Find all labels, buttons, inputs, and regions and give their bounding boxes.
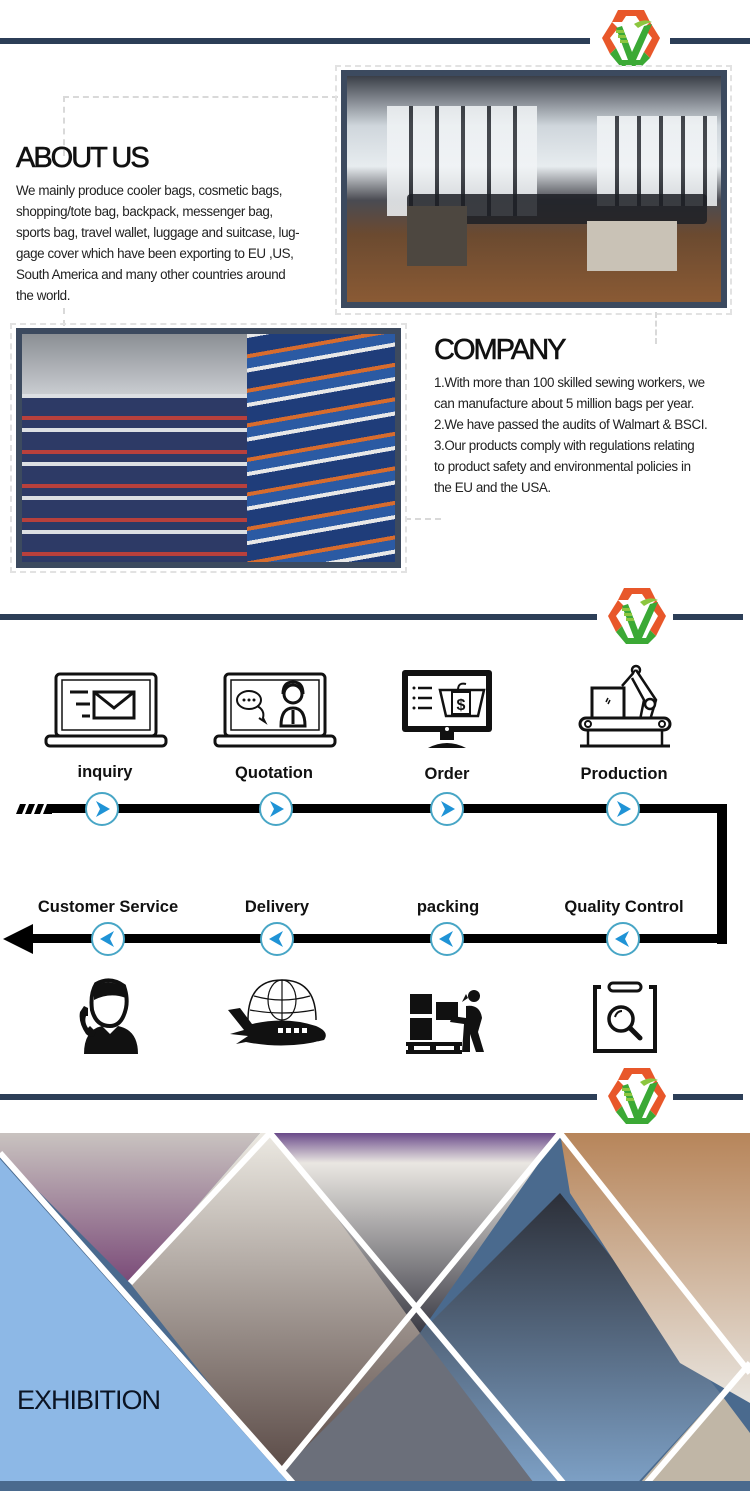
exhibition-photo: [270, 1133, 560, 1333]
about-line: We mainly produce cooler bags, cosmetic …: [16, 183, 283, 198]
company-line: 2.We have passed the audits of Walmart &…: [434, 417, 708, 432]
step-node-delivery[interactable]: [260, 922, 294, 956]
office-photo: [341, 70, 727, 308]
about-line: South America and many other countries a…: [16, 267, 286, 282]
step-node-customer-service[interactable]: [91, 922, 125, 956]
about-line: gage cover which have been exporting to …: [16, 246, 294, 261]
play-left-icon: [100, 931, 114, 947]
monitor-cart-icon: $: [402, 670, 492, 748]
company-line: to product safety and environmental poli…: [434, 459, 691, 474]
exhibition-photo: [640, 1393, 750, 1491]
section-divider: [673, 614, 743, 620]
svg-text:$: $: [457, 697, 466, 714]
exhibition-photo: [0, 1133, 260, 1283]
company-line: 1.With more than 100 skilled sewing work…: [434, 375, 705, 390]
company-title: COMPANY: [434, 334, 567, 367]
play-left-icon: [269, 931, 283, 947]
exhibition-photo: [560, 1133, 750, 1403]
decorative-dashed-line: [63, 308, 65, 326]
step-node-packing[interactable]: [430, 922, 464, 956]
play-left-icon: [615, 931, 629, 947]
step-label-production: Production: [580, 765, 668, 783]
step-node-quotation[interactable]: [259, 792, 293, 826]
play-right-icon: [270, 801, 284, 817]
process-track-top: [50, 804, 727, 813]
play-right-icon: [441, 801, 455, 817]
decorative-dashed-line: [63, 96, 338, 156]
about-us-title: ABOUT US: [16, 142, 150, 175]
worker-boxes-icon: [406, 990, 484, 1054]
decorative-dashed-line: [405, 518, 441, 520]
plane-globe-icon: [228, 979, 326, 1049]
photo-frame: [335, 65, 732, 315]
brand-logo-icon: [608, 1068, 666, 1124]
clipboard-magnifier-icon: [593, 981, 657, 1053]
step-node-quality-control[interactable]: [606, 922, 640, 956]
exhibition-photo: [280, 1333, 540, 1491]
play-left-icon: [439, 931, 453, 947]
step-node-production[interactable]: [606, 792, 640, 826]
brand-logo-icon: [602, 10, 660, 66]
step-label-quotation: Quotation: [235, 764, 313, 782]
section-divider: [673, 1094, 743, 1100]
laptop-support-icon: [213, 672, 337, 748]
about-line: shopping/tote bag, backpack, messenger b…: [16, 204, 273, 219]
about-us-text: We mainly produce cooler bags, cosmetic …: [16, 180, 336, 306]
exhibition-collage: [0, 1133, 750, 1491]
section-divider: [0, 614, 597, 620]
step-node-order[interactable]: [430, 792, 464, 826]
step-label-quality-control: Quality Control: [564, 898, 684, 916]
decorative-dashed-line: [655, 312, 657, 344]
step-label-delivery: Delivery: [244, 898, 310, 916]
section-divider: [670, 38, 750, 44]
exhibition-photo-mosaic: [0, 1133, 750, 1491]
step-label-order: Order: [424, 765, 470, 783]
process-track-right: [717, 804, 727, 944]
about-line: the world.: [16, 288, 71, 303]
about-line: sports bag, travel wallet, luggage and s…: [16, 225, 300, 240]
step-label-customer-service: Customer Service: [37, 898, 179, 916]
section-divider: [0, 38, 590, 44]
step-label-inquiry: inquiry: [77, 763, 133, 781]
play-right-icon: [617, 801, 631, 817]
step-node-inquiry[interactable]: [85, 792, 119, 826]
exhibition-photo: [420, 1193, 720, 1491]
track-start-stripes: [16, 804, 52, 814]
robot-arm-conveyor-icon: [578, 664, 672, 748]
step-label-packing: packing: [416, 898, 480, 916]
company-line: the EU and the USA.: [434, 480, 551, 495]
process-track-bottom: [28, 934, 727, 943]
play-right-icon: [96, 801, 110, 817]
arrow-left-icon: [3, 924, 33, 954]
company-line: can manufacture about 5 million bags per…: [434, 396, 694, 411]
brand-logo-icon: [608, 588, 666, 644]
laptop-mail-icon: [44, 672, 168, 748]
exhibition-title: EXHIBITION: [17, 1385, 161, 1415]
company-text: 1.With more than 100 skilled sewing work…: [434, 372, 744, 498]
photo-frame: [10, 323, 407, 573]
section-divider: [0, 1094, 597, 1100]
company-line: 3.Our products comply with regulations r…: [434, 438, 695, 453]
warehouse-photo: [16, 328, 401, 568]
phone-person-icon: [79, 978, 138, 1054]
